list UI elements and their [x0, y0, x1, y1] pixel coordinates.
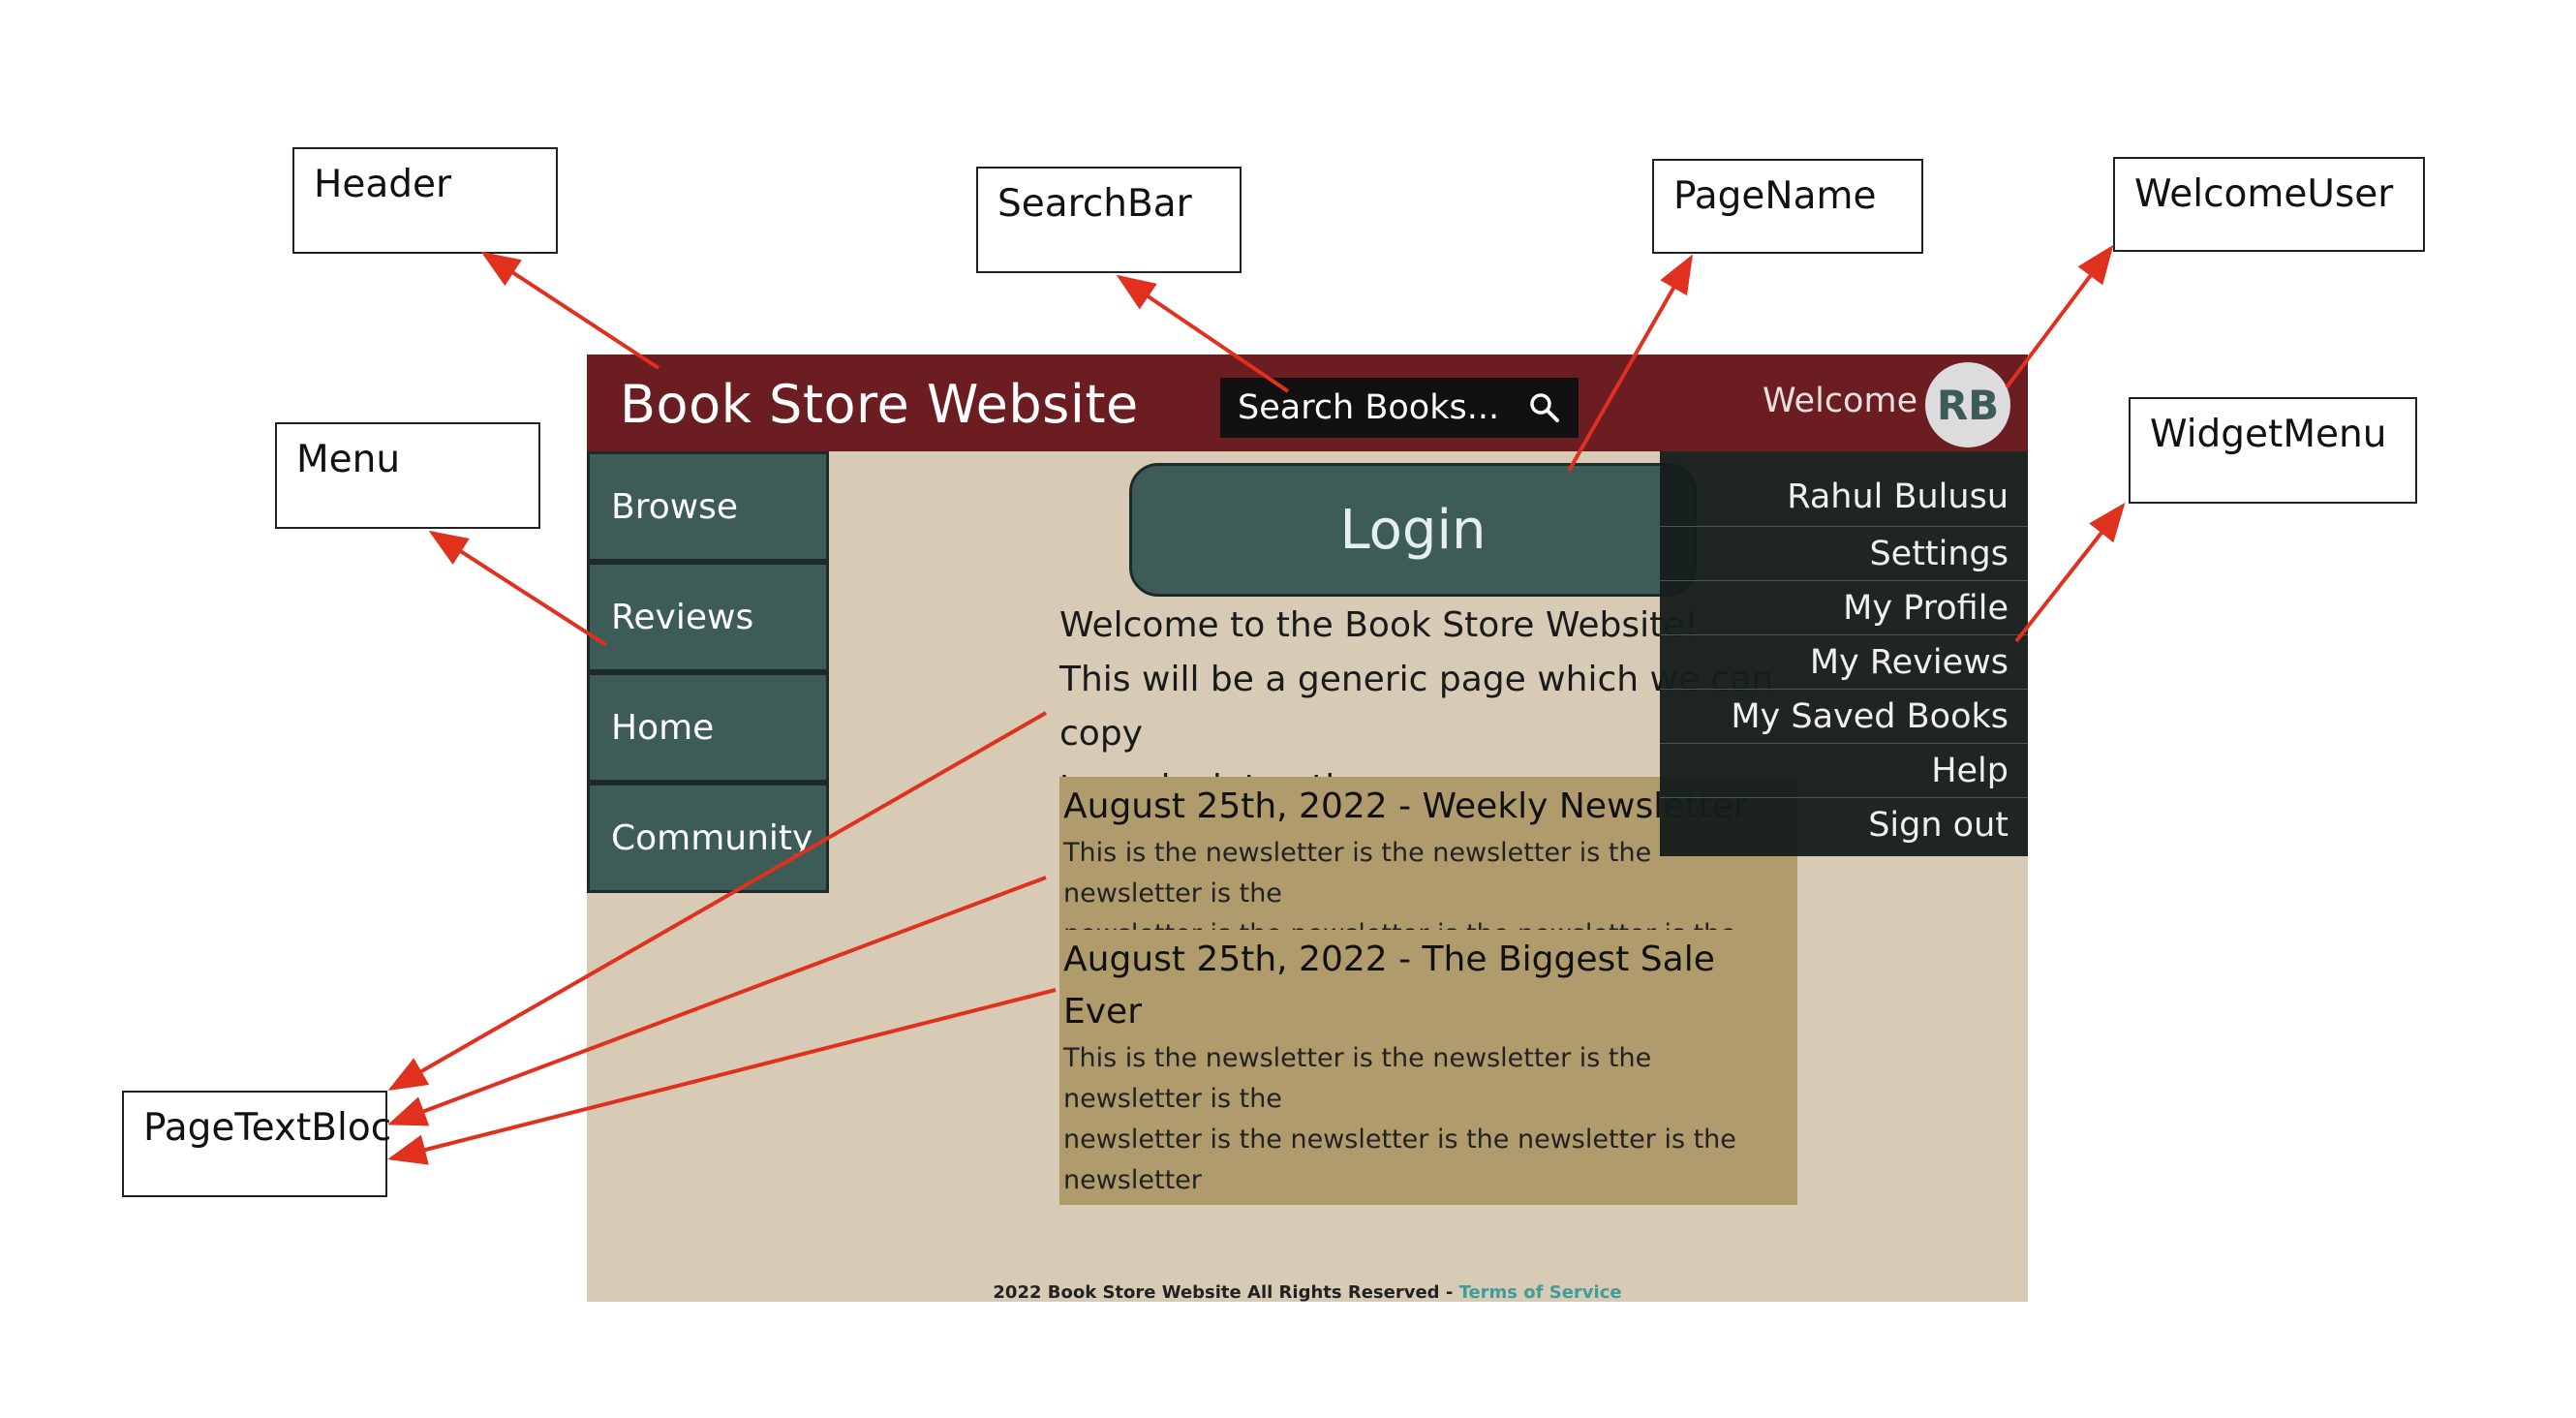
arrow-header [480, 251, 660, 370]
website-mockup: Book Store Website Search Books... Welco… [587, 354, 2028, 1302]
page-name-login[interactable]: Login [1129, 463, 1697, 597]
annotation-widgetmenu: WidgetMenu [2129, 397, 2417, 504]
widget-item-settings[interactable]: Settings [1660, 527, 2028, 581]
welcome-text: Welcome [1763, 382, 1918, 420]
avatar[interactable]: RB [1925, 362, 2010, 447]
site-title[interactable]: Book Store Website [620, 374, 1139, 435]
arrow-menu [428, 530, 608, 647]
annotation-pagename: PageName [1652, 159, 1923, 254]
annotation-header: Header [292, 147, 558, 254]
widget-item-my-profile[interactable]: My Profile [1660, 581, 2028, 635]
widget-item-my-saved-books[interactable]: My Saved Books [1660, 690, 2028, 744]
side-menu: Browse Reviews Home Community [587, 451, 829, 893]
menu-item-reviews[interactable]: Reviews [587, 562, 829, 672]
annotation-searchbar: SearchBar [976, 167, 1242, 273]
intro-line: This will be a generic page which we can… [1059, 660, 1774, 754]
newsletter-title: August 25th, 2022 - The Biggest Sale Eve… [1063, 940, 1715, 1032]
newsletter-body: This is the newsletter is the newsletter… [1063, 838, 1652, 909]
menu-item-browse[interactable]: Browse [587, 451, 829, 562]
widget-item-my-reviews[interactable]: My Reviews [1660, 635, 2028, 690]
widget-menu: Rahul Bulusu Settings My Profile My Revi… [1660, 451, 2028, 856]
newsletter-body: newsletter is the newsletter is the news… [1063, 1125, 1736, 1195]
search-input[interactable]: Search Books... [1238, 388, 1500, 427]
menu-item-home[interactable]: Home [587, 672, 829, 783]
footer: 2022 Book Store Website All Rights Reser… [587, 1282, 2028, 1302]
search-bar[interactable]: Search Books... [1220, 378, 1579, 438]
widget-item-username[interactable]: Rahul Bulusu [1660, 451, 2028, 527]
intro-line: Welcome to the Book Store Website! [1059, 605, 1699, 645]
newsletter-block: August 25th, 2022 - The Biggest Sale Eve… [1059, 930, 1797, 1205]
newsletter-title: August 25th, 2022 - Weekly Newsletter [1063, 786, 1748, 826]
search-icon[interactable] [1528, 391, 1561, 424]
annotation-menu: Menu [275, 422, 540, 529]
header: Book Store Website Search Books... Welco… [587, 354, 2028, 451]
annotation-pagetextbloc: PageTextBloc [122, 1091, 391, 1197]
widget-item-sign-out[interactable]: Sign out [1868, 806, 2009, 845]
annotation-welcomeuser: WelcomeUser [2113, 157, 2425, 252]
newsletter-body: This is the newsletter is the newsletter… [1063, 1043, 1652, 1114]
widget-item-help[interactable]: Help [1660, 744, 2028, 798]
terms-of-service-link[interactable]: Terms of Service [1458, 1282, 1622, 1302]
footer-text: 2022 Book Store Website All Rights Reser… [993, 1282, 1459, 1302]
arrow-widgetmenu [2014, 502, 2126, 643]
menu-item-community[interactable]: Community [587, 783, 829, 893]
